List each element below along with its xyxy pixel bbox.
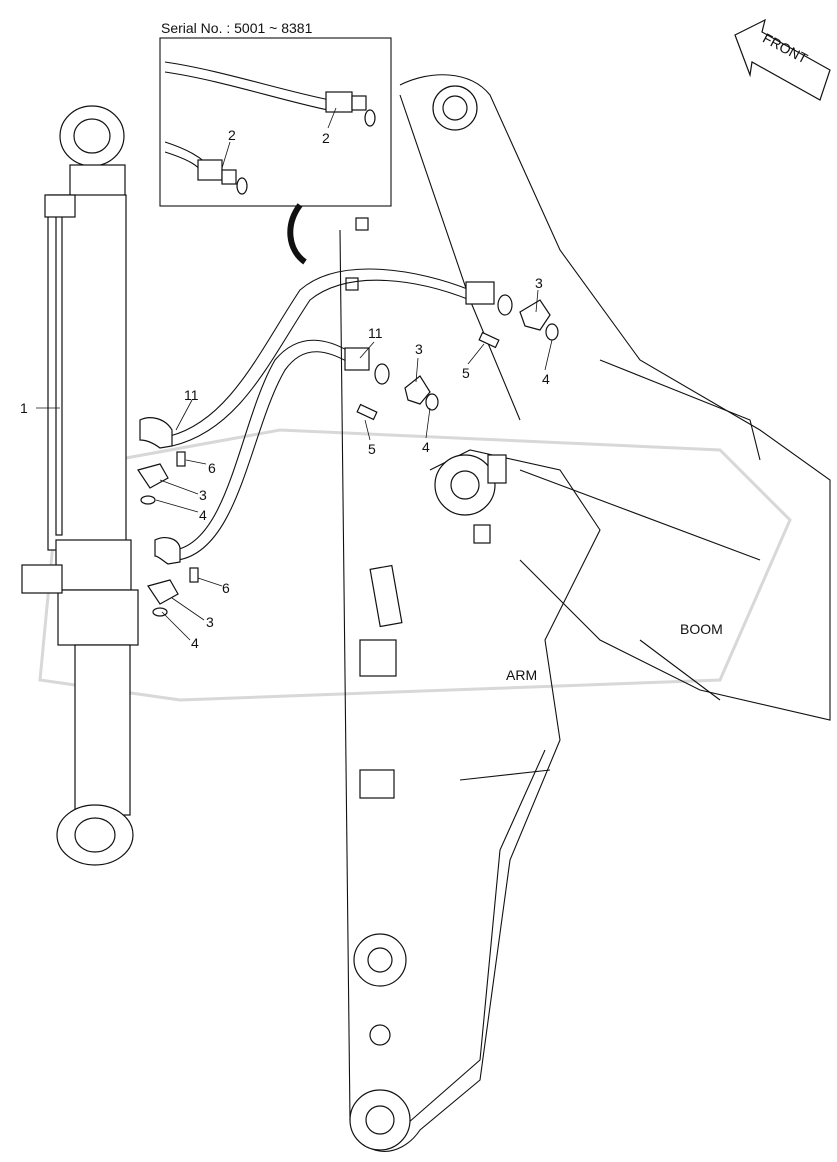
- arm-label: ARM: [506, 667, 537, 683]
- callout-4-a: 4: [542, 371, 550, 387]
- callout-3-a: 3: [535, 275, 543, 291]
- hydraulic-cylinder: [21, 105, 139, 866]
- hose-assemblies: [139, 268, 513, 565]
- leader-lines: [36, 107, 553, 641]
- callout-4-b: 4: [422, 439, 430, 455]
- callout-3-c: 3: [199, 487, 207, 503]
- callout-11-a: 11: [184, 387, 199, 403]
- flange-and-bolts: [137, 299, 559, 617]
- boom-structure: [399, 74, 831, 721]
- serial-number-label: Serial No. : 5001 ~ 8381: [161, 20, 313, 36]
- callout-3-d: 3: [206, 614, 214, 630]
- front-arrow-icon: FRONT: [734, 18, 831, 101]
- guide-arc: [287, 203, 307, 265]
- inset-hoses: [164, 61, 376, 195]
- callout-2-a: 2: [228, 127, 236, 143]
- boom-label: BOOM: [680, 621, 723, 637]
- callout-1: 1: [20, 400, 28, 416]
- callout-2-b: 2: [322, 130, 330, 146]
- callout-11-b: 11: [368, 325, 383, 341]
- arm-structure: [339, 217, 601, 1152]
- serial-inset-box: [159, 37, 392, 207]
- watermark-logo: [38, 428, 792, 702]
- callout-5-b: 5: [368, 441, 376, 457]
- callout-5-a: 5: [462, 365, 470, 381]
- callout-3-b: 3: [415, 341, 423, 357]
- callout-4-d: 4: [191, 635, 199, 651]
- callout-6-b: 6: [222, 580, 230, 596]
- callout-4-c: 4: [199, 507, 207, 523]
- callout-6-a: 6: [208, 460, 216, 476]
